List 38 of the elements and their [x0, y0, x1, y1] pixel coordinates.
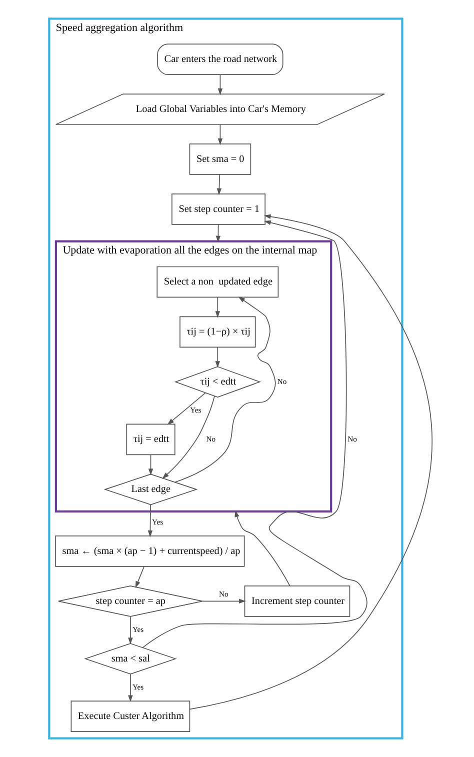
arrow [134, 566, 144, 588]
edge-label: Yes [132, 682, 144, 692]
node-diamond: τij < edtt [174, 366, 261, 398]
arrow [234, 510, 290, 586]
arrow [217, 124, 222, 146]
arrow [142, 220, 367, 648]
node-box: sma ← (sma × (ap − 1) + currentspeed) / ap [54, 536, 244, 567]
node-box: Select a non updated edge [156, 266, 278, 298]
node-box: Car enters the road network [156, 44, 283, 75]
arrow [214, 346, 220, 368]
node-box: Increment step counter [244, 586, 350, 617]
edge-label: Yes [132, 624, 144, 634]
node-diamond: step counter = ap [57, 586, 202, 617]
node-box: Set sma = 0 [188, 144, 251, 175]
node-box: τij = (1−ρ) × τij [179, 316, 256, 348]
arrow [202, 598, 246, 604]
arrow [217, 74, 222, 96]
arrow [162, 396, 214, 479]
edge-label: No [276, 376, 286, 386]
edge-label: No [347, 434, 356, 444]
arrow [189, 214, 432, 710]
edge-label: No [218, 589, 228, 598]
arrow [214, 296, 220, 318]
arrow [128, 674, 132, 702]
arrow [216, 174, 222, 196]
node-diamond: sma < sal [84, 643, 176, 674]
node-box: Execute Custer Algorithm [70, 700, 190, 732]
node-box: Set step counter = 1 [171, 194, 265, 225]
edge-label: No [206, 434, 216, 444]
edge-label: Yes [151, 517, 163, 526]
arrow [174, 296, 276, 483]
arrow [128, 616, 132, 644]
edge-label: Yes [190, 406, 201, 415]
arrow [215, 224, 220, 243]
node-box: τij = edtt [126, 424, 175, 456]
arrow [147, 504, 152, 538]
arrow [166, 392, 206, 425]
arrow [148, 454, 153, 476]
